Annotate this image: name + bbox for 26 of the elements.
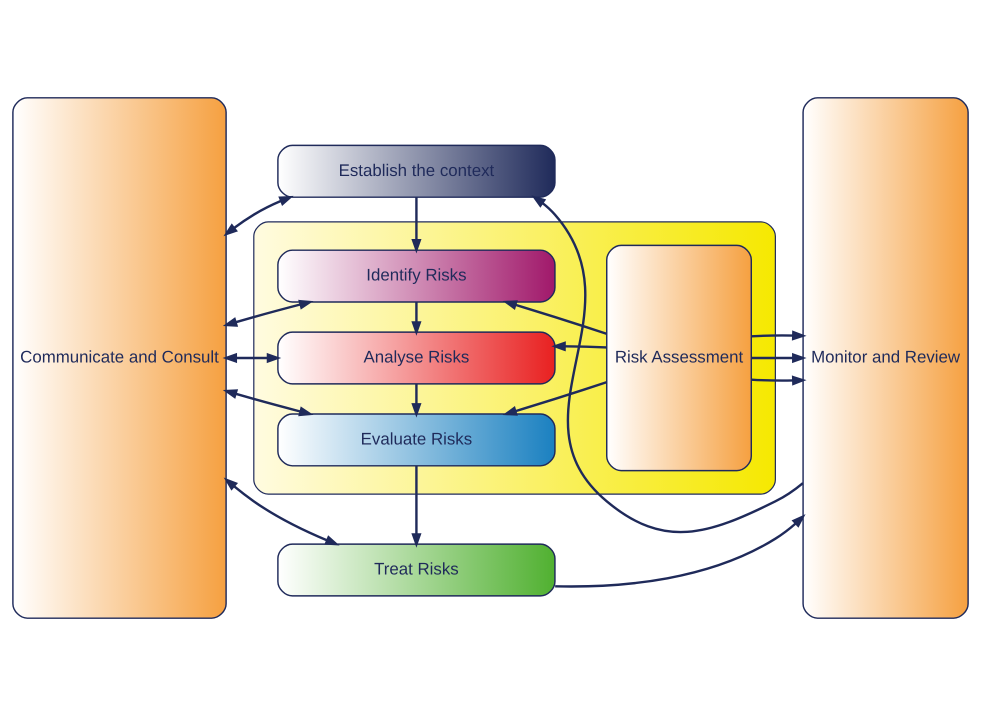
arrow (222, 352, 282, 364)
arrow (222, 300, 314, 327)
arrow (222, 389, 314, 416)
arrow (502, 381, 607, 416)
node-box: Risk Assessment (606, 244, 752, 472)
node-box: Establish the context (277, 144, 556, 198)
arrow (502, 300, 607, 335)
arrow (752, 330, 807, 341)
arrow (752, 375, 807, 386)
node-box: Analyse Risks (277, 331, 556, 385)
node-box: Identify Risks (277, 249, 556, 303)
arrow (551, 341, 607, 352)
arrow (555, 514, 806, 588)
cluster (253, 221, 776, 495)
arrow (531, 195, 804, 534)
arrow (752, 352, 807, 364)
arrow (411, 384, 422, 418)
node-box: Treat Risks (277, 543, 556, 597)
node-box: Evaluate Risks (277, 413, 556, 467)
arrow (223, 196, 294, 236)
node-box: Communicate and Consult (12, 97, 227, 619)
arrow (411, 197, 422, 254)
arrow (224, 477, 340, 546)
arrow (411, 302, 422, 336)
arrow (411, 466, 422, 548)
node-box: Monitor and Review (802, 97, 969, 619)
